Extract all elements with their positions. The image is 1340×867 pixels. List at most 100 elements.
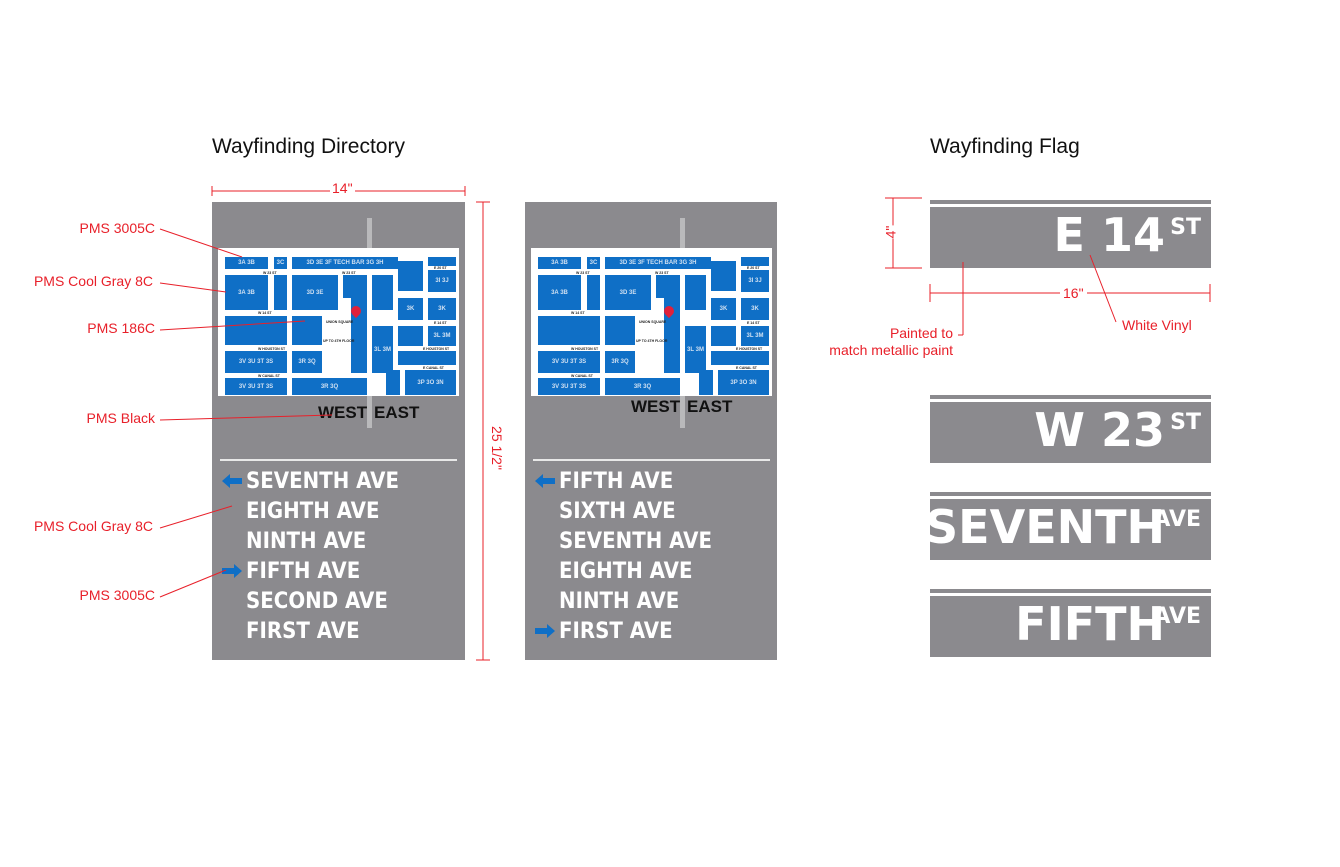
flag-top-stripe bbox=[930, 395, 1211, 399]
sign-divider bbox=[220, 459, 457, 461]
street-label: UNION SQUARE bbox=[326, 320, 354, 324]
street-label: E HOUSTON ST bbox=[423, 347, 450, 351]
map-block: 3K bbox=[741, 298, 769, 320]
map-block bbox=[398, 326, 423, 346]
map-block: 3R 3Q bbox=[292, 351, 322, 373]
map-block: 3D 3E 3F TECH BAR 3G 3H bbox=[605, 257, 711, 269]
flag-title: Wayfinding Flag bbox=[930, 135, 1080, 158]
map-block bbox=[398, 351, 456, 365]
street-label: W 23 ST bbox=[263, 271, 277, 275]
map-block: 3D 3E bbox=[605, 275, 651, 310]
map-block: 3K bbox=[428, 298, 456, 320]
map-block bbox=[398, 261, 423, 291]
flag-suffix-text: AVE bbox=[1153, 604, 1201, 629]
map-block: 3A 3B bbox=[538, 257, 581, 269]
sign_right-west-label: WEST bbox=[631, 397, 681, 416]
map-block: 3V 3U 3T 3S bbox=[225, 351, 287, 373]
sign_left-east-label: EAST bbox=[374, 403, 420, 422]
arrow-left-icon bbox=[222, 474, 242, 488]
destination-3: FIFTH AVE bbox=[246, 559, 361, 584]
map-block: 3I 3J bbox=[741, 270, 769, 292]
map-block: 3P 3O 3N bbox=[718, 370, 769, 395]
destination-5: FIRST AVE bbox=[559, 619, 673, 644]
map-block bbox=[741, 257, 769, 266]
annotation-cool-gray-bottom: PMS Cool Gray 8C bbox=[33, 518, 153, 534]
map-block bbox=[656, 275, 680, 298]
map-block: 3D 3E 3F TECH BAR 3G 3H bbox=[292, 257, 398, 269]
map-block bbox=[372, 275, 393, 310]
destination-1: SIXTH AVE bbox=[559, 499, 676, 524]
street-label: W 14 ST bbox=[571, 311, 585, 315]
store-map: 3A 3B 3C 3D 3E 3F TECH BAR 3G 3H 3A 3B 3D 3E… bbox=[531, 248, 772, 396]
map-block: 3L 3M bbox=[428, 326, 456, 346]
map-block bbox=[343, 275, 367, 298]
width-dimension: 14" bbox=[330, 180, 355, 196]
destination-0: FIFTH AVE bbox=[559, 469, 674, 494]
flag-top-stripe bbox=[930, 200, 1211, 204]
flag-suffix-text: ST bbox=[1170, 215, 1201, 240]
directory-title: Wayfinding Directory bbox=[212, 135, 405, 158]
destination-1: EIGHTH AVE bbox=[246, 499, 380, 524]
street-label: UP TO 4TH FLOOR bbox=[636, 339, 668, 343]
flag-main-text: E 14 bbox=[1053, 208, 1165, 262]
street-label: UNION SQUARE bbox=[639, 320, 667, 324]
sign_left-west-label: WEST bbox=[318, 403, 368, 422]
map-block bbox=[699, 370, 713, 395]
map-block: 3K bbox=[711, 298, 736, 320]
street-label: E 20 ST bbox=[434, 266, 447, 270]
arrow-right-icon bbox=[535, 624, 555, 638]
annotation-pms-black: PMS Black bbox=[86, 410, 155, 426]
height-dimension: 25 1/2" bbox=[488, 424, 505, 472]
arrow-right-icon bbox=[222, 564, 242, 578]
flag-width-dimension: 16" bbox=[1060, 285, 1087, 301]
map-block: 3V 3U 3T 3S bbox=[538, 351, 600, 373]
map-block: 3A 3B bbox=[225, 257, 268, 269]
map-block: 3D 3E bbox=[292, 275, 338, 310]
street-label: E 14 ST bbox=[747, 321, 760, 325]
street-label: W 23 ST bbox=[655, 271, 669, 275]
flag-main-text: SEVENTH bbox=[925, 500, 1165, 554]
map-block bbox=[685, 275, 706, 310]
flag-top-stripe bbox=[930, 492, 1211, 496]
destination-0: SEVENTH AVE bbox=[246, 469, 400, 494]
annotation-cool-gray: PMS Cool Gray 8C bbox=[33, 273, 153, 289]
street-label: E CANAL ST bbox=[423, 366, 444, 370]
map-block: 3C bbox=[274, 257, 287, 269]
street-label: E HOUSTON ST bbox=[736, 347, 763, 351]
flag-top-stripe bbox=[930, 589, 1211, 593]
map-block bbox=[711, 261, 736, 291]
annotation-white-vinyl: White Vinyl bbox=[1122, 317, 1192, 333]
street-label: W CANAL ST bbox=[258, 374, 280, 378]
annotation-pms-3005c-bottom: PMS 3005C bbox=[79, 587, 155, 603]
street-label: W HOUSTON ST bbox=[571, 347, 599, 351]
destination-4: NINTH AVE bbox=[559, 589, 680, 614]
sign_right-east-label: EAST bbox=[687, 397, 733, 416]
street-label: E 14 ST bbox=[434, 321, 447, 325]
map-block: 3L 3M bbox=[741, 326, 769, 346]
map-block: 3A 3B bbox=[538, 275, 581, 310]
map-block: 3V 3U 3T 3S bbox=[225, 378, 287, 395]
map-block: 3L 3M bbox=[372, 326, 393, 373]
destination-2: NINTH AVE bbox=[246, 529, 367, 554]
destination-3: EIGHTH AVE bbox=[559, 559, 693, 584]
map-block bbox=[587, 275, 600, 310]
map-block: 3C bbox=[587, 257, 600, 269]
map-block bbox=[538, 316, 600, 345]
map-block: 3R 3Q bbox=[605, 378, 680, 395]
street-label: W 23 ST bbox=[342, 271, 356, 275]
flag-suffix-text: ST bbox=[1170, 410, 1201, 435]
map-block bbox=[225, 316, 287, 345]
map-block bbox=[292, 316, 322, 345]
destination-2: SEVENTH AVE bbox=[559, 529, 713, 554]
flag-height-dimension: 4" bbox=[882, 225, 899, 239]
street-label: W HOUSTON ST bbox=[258, 347, 286, 351]
map-block: 3P 3O 3N bbox=[405, 370, 456, 395]
destination-5: FIRST AVE bbox=[246, 619, 360, 644]
